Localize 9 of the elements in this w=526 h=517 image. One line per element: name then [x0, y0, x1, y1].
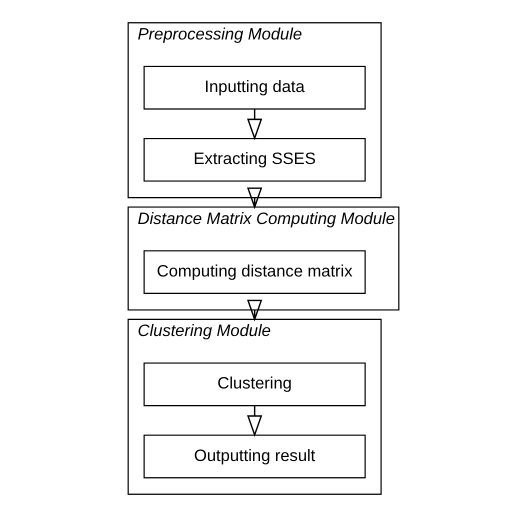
- arrow: [246, 187, 262, 210]
- arrow: [246, 300, 262, 322]
- node-box: Inputting data: [143, 66, 366, 110]
- node-box: Clustering: [143, 362, 366, 406]
- arrow: [246, 109, 262, 140]
- arrow: [246, 406, 262, 438]
- node-box: Outputting result: [143, 434, 366, 478]
- node-box: Computing distance matrix: [143, 250, 366, 294]
- node-box: Extracting SSES: [143, 138, 366, 182]
